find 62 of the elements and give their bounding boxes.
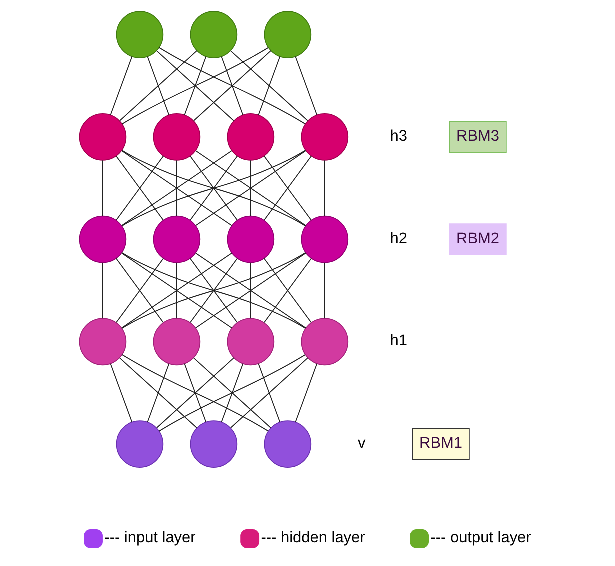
- connector: [147, 56, 170, 116]
- legend-label: --- output layer: [430, 530, 532, 547]
- connector: [324, 160, 326, 217]
- connector: [122, 47, 269, 125]
- node-circle: [79, 318, 127, 366]
- connector: [102, 262, 104, 320]
- connector: [102, 160, 104, 217]
- connector: [176, 160, 178, 217]
- connector: [193, 358, 272, 428]
- label: v: [358, 435, 366, 452]
- connector: [250, 160, 252, 217]
- connector: [295, 56, 318, 116]
- connector: [158, 47, 306, 125]
- connector: [258, 56, 281, 116]
- connector: [230, 50, 308, 122]
- node-circle: [190, 11, 238, 58]
- node-circle: [301, 318, 349, 366]
- connector: [120, 50, 198, 122]
- connector: [230, 358, 309, 428]
- connector: [156, 358, 235, 428]
- connector: [184, 56, 207, 116]
- connector: [156, 50, 234, 122]
- node-circle: [301, 114, 349, 161]
- node-circle: [301, 216, 349, 264]
- node-box: RBM1: [412, 428, 470, 460]
- connector: [258, 363, 281, 423]
- connector: [295, 363, 318, 423]
- connector: [221, 56, 244, 116]
- node-circle: [264, 11, 312, 58]
- node-circle: [227, 114, 275, 161]
- connector: [176, 262, 178, 320]
- connector: [110, 56, 133, 116]
- node-circle: [153, 114, 201, 161]
- label: h2: [390, 230, 408, 248]
- connector: [194, 50, 272, 122]
- node-circle: [264, 420, 312, 468]
- node-box: RBM2: [449, 224, 507, 256]
- node-circle: [227, 318, 275, 366]
- connector: [184, 363, 207, 423]
- connector: [221, 363, 244, 423]
- connector: [122, 252, 306, 330]
- legend-label: --- hidden layer: [261, 530, 366, 547]
- connector: [119, 358, 198, 428]
- node-circle: [79, 216, 127, 264]
- node-circle: [153, 318, 201, 366]
- node-circle: [116, 11, 164, 58]
- connector: [122, 150, 306, 227]
- legend-label: --- input layer: [104, 530, 196, 547]
- node-box: RBM3: [449, 121, 507, 154]
- node-circle: [190, 420, 238, 468]
- connector: [110, 363, 133, 423]
- node-circle: [227, 216, 275, 264]
- connector: [122, 354, 269, 432]
- node-circle: [79, 114, 127, 161]
- label: h1: [390, 332, 408, 350]
- connector: [158, 354, 306, 432]
- connector: [147, 363, 170, 423]
- node-circle: [116, 420, 164, 468]
- connector: [324, 262, 326, 320]
- connector: [250, 262, 252, 320]
- label: h3: [390, 128, 408, 145]
- node-circle: [153, 216, 201, 264]
